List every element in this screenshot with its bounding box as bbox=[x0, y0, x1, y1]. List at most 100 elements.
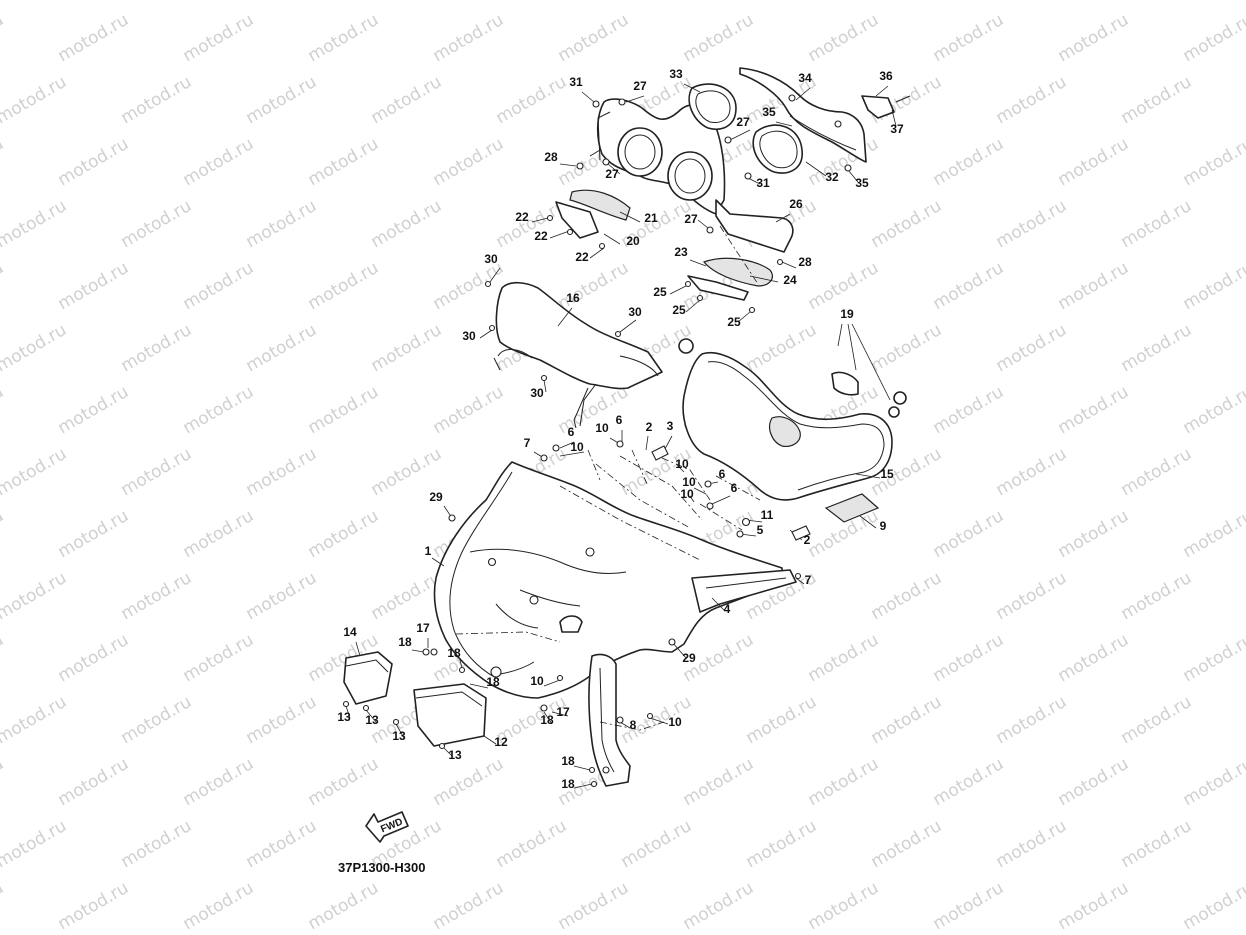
watermark-text: motod.ru bbox=[1055, 382, 1133, 438]
watermark-text: motod.ru bbox=[555, 258, 633, 314]
callout-label: 23 bbox=[674, 245, 688, 259]
callout-label: 35 bbox=[762, 105, 776, 119]
watermark-text: motod.ru bbox=[1243, 320, 1246, 376]
watermark-text: motod.ru bbox=[1180, 630, 1246, 686]
air-duct-12 bbox=[413, 683, 487, 747]
watermark-text: motod.ru bbox=[930, 382, 1008, 438]
callout-label: 6 bbox=[731, 481, 738, 495]
watermark-text: motod.ru bbox=[1118, 692, 1196, 748]
callout-label: 31 bbox=[756, 176, 770, 190]
watermark-text: motod.ru bbox=[0, 568, 70, 624]
callout-label: 27 bbox=[605, 167, 619, 181]
watermark-text: motod.ru bbox=[680, 10, 758, 66]
watermark-text: motod.ru bbox=[1055, 258, 1133, 314]
watermark-text: motod.ru bbox=[0, 630, 7, 686]
watermark-text: motod.ru bbox=[55, 134, 133, 190]
watermark-text: motod.ru bbox=[993, 444, 1071, 500]
watermark-text: motod.ru bbox=[930, 258, 1008, 314]
diagram-code: 37P1300-H300 bbox=[338, 860, 426, 875]
watermark-text: motod.ru bbox=[993, 816, 1071, 872]
callout-label: 10 bbox=[570, 440, 584, 454]
watermark-text: motod.ru bbox=[868, 196, 946, 252]
callout-label: 10 bbox=[682, 475, 696, 489]
watermark-text: motod.ru bbox=[55, 506, 133, 562]
watermark-text: motod.ru bbox=[868, 692, 946, 748]
callout-label: 22 bbox=[534, 229, 548, 243]
watermark-text: motod.ru bbox=[305, 506, 383, 562]
caution-label-9 bbox=[824, 493, 880, 523]
forward-direction-arrow: FWD bbox=[365, 811, 409, 843]
watermark-text: motod.ru bbox=[1243, 0, 1246, 4]
callout-label: 6 bbox=[616, 413, 623, 427]
watermark-text: motod.ru bbox=[930, 10, 1008, 66]
watermark-text: motod.ru bbox=[0, 258, 7, 314]
watermark-text: motod.ru bbox=[1243, 444, 1246, 500]
watermark-text: motod.ru bbox=[243, 692, 321, 748]
watermark-text: motod.ru bbox=[930, 630, 1008, 686]
garnish-21 bbox=[555, 189, 631, 239]
watermark-text: motod.ru bbox=[1243, 568, 1246, 624]
leg-shield-1 bbox=[433, 461, 783, 699]
assembly-lines bbox=[455, 225, 761, 731]
callout-label: 29 bbox=[682, 651, 696, 665]
callout-label: 13 bbox=[392, 729, 406, 743]
callout-label: 5 bbox=[757, 523, 764, 537]
watermark-text: motod.ru bbox=[1055, 878, 1133, 934]
callout-label: 2 bbox=[804, 533, 811, 547]
watermark-text: motod.ru bbox=[1055, 506, 1133, 562]
watermark-text: motod.ru bbox=[930, 878, 1008, 934]
watermark-text: motod.ru bbox=[805, 878, 883, 934]
watermark-text: motod.ru bbox=[243, 816, 321, 872]
watermark-text: motod.ru bbox=[118, 196, 196, 252]
watermark-text: motod.ru bbox=[1055, 134, 1133, 190]
watermark-text: motod.ru bbox=[305, 754, 383, 810]
watermark-text: motod.ru bbox=[368, 320, 446, 376]
watermark-text: motod.ru bbox=[1118, 320, 1196, 376]
watermark-text: motod.ru bbox=[1180, 382, 1246, 438]
callout-label: 30 bbox=[484, 252, 498, 266]
callout-label: 36 bbox=[879, 69, 893, 83]
callout-label: 10 bbox=[595, 421, 609, 435]
watermark-text: motod.ru bbox=[118, 72, 196, 128]
callout-label: 30 bbox=[462, 329, 476, 343]
watermark-text: motod.ru bbox=[118, 692, 196, 748]
callout-label: 10 bbox=[680, 487, 694, 501]
watermark-text: motod.ru bbox=[993, 72, 1071, 128]
watermark-text: motod.ru bbox=[1055, 10, 1133, 66]
callout-label: 3 bbox=[667, 419, 674, 433]
watermark-text: motod.ru bbox=[1055, 754, 1133, 810]
garnish-24 bbox=[687, 257, 773, 301]
watermark-text: motod.ru bbox=[430, 10, 508, 66]
callout-label: 18 bbox=[540, 713, 554, 727]
watermark-text: motod.ru bbox=[0, 754, 7, 810]
callout-label: 21 bbox=[644, 211, 658, 225]
watermark-text: motod.ru bbox=[0, 506, 7, 562]
watermark-text: motod.ru bbox=[0, 0, 70, 4]
callout-label: 26 bbox=[789, 197, 803, 211]
watermark-text: motod.ru bbox=[493, 0, 571, 4]
callout-label: 20 bbox=[626, 234, 640, 248]
watermark-text: motod.ru bbox=[305, 134, 383, 190]
watermark-text: motod.ru bbox=[430, 258, 508, 314]
watermark-text: motod.ru bbox=[493, 72, 571, 128]
watermark-text: motod.ru bbox=[305, 382, 383, 438]
hardware-layer bbox=[342, 98, 852, 788]
watermark-text: motod.ru bbox=[1180, 754, 1246, 810]
watermark-text: motod.ru bbox=[243, 320, 321, 376]
watermark-text: motod.ru bbox=[805, 258, 883, 314]
watermark-text: motod.ru bbox=[55, 10, 133, 66]
callout-label: 31 bbox=[569, 75, 583, 89]
watermark-text: motod.ru bbox=[868, 320, 946, 376]
callout-label: 22 bbox=[515, 210, 529, 224]
watermark-text: motod.ru bbox=[0, 692, 70, 748]
watermark-text: motod.ru bbox=[743, 816, 821, 872]
watermark-text: motod.ru bbox=[1180, 10, 1246, 66]
watermark-text: motod.ru bbox=[618, 816, 696, 872]
watermark-text: motod.ru bbox=[0, 444, 70, 500]
callout-label: 32 bbox=[825, 170, 839, 184]
watermark-text: motod.ru bbox=[1118, 816, 1196, 872]
watermark-text: motod.ru bbox=[1055, 630, 1133, 686]
watermark-text: motod.ru bbox=[1243, 816, 1246, 872]
side-rail-4 bbox=[691, 569, 797, 613]
watermark-text: motod.ru bbox=[930, 506, 1008, 562]
